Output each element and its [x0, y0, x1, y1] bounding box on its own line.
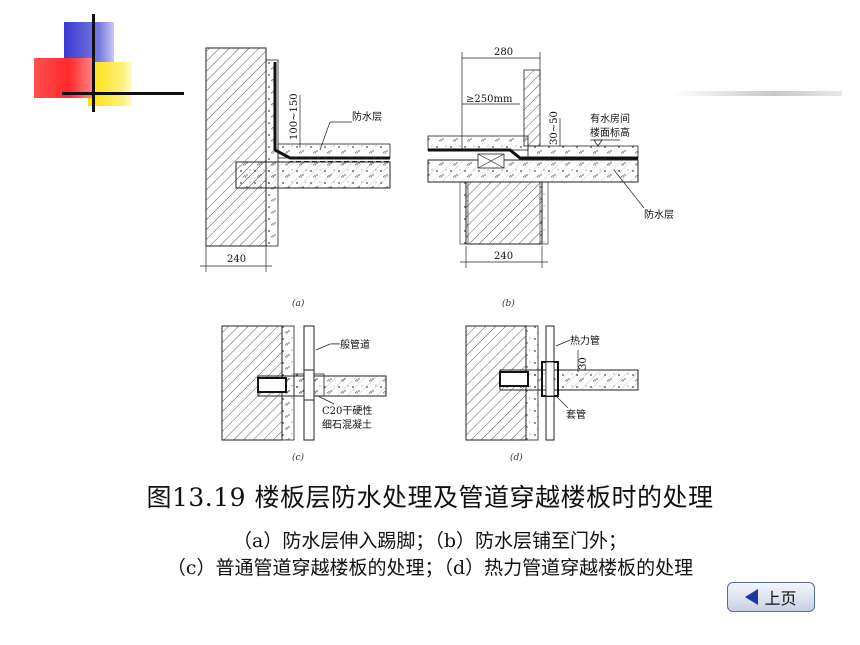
panel-a-slab-hatch [236, 162, 390, 188]
panel-b-door-frame [523, 69, 541, 147]
panel-b-screed-left [427, 135, 529, 151]
panel-c: 一般管道 C20干硬性 细石混凝土 (c) [221, 325, 387, 463]
panel-a-height-dim: 100~150 [289, 93, 300, 140]
panel-c-fill-label-2: 细石混凝土 [322, 418, 372, 431]
panel-b: 280 ≥250mm 30~50 有水房间 楼面标高 防水层 240 (b) [427, 47, 674, 309]
panel-d-pipe-label: 热力管 [570, 334, 600, 347]
panel-a-wall [205, 47, 267, 247]
figure-title: 图13.19 楼板层防水处理及管道穿越楼板时的处理 [146, 483, 714, 512]
panel-d-sleeve-label: 套管 [566, 408, 586, 421]
panel-b-wall-plaster-right [539, 181, 549, 245]
panel-b-top-dim: 280 [494, 47, 513, 58]
panel-b-layer-label: 防水层 [644, 208, 674, 221]
panel-b-waterproof-band [540, 156, 638, 161]
panel-a: 240 100~150 防水层 (a) [200, 47, 391, 309]
panel-d-gap-dim: 30 [578, 357, 589, 370]
panel-b-width-dim: 240 [494, 251, 513, 262]
panel-a-label: (a) [292, 298, 305, 309]
panel-b-label: (b) [502, 298, 515, 309]
panel-b-step-dim: 30~50 [549, 111, 560, 145]
deco-red-square [34, 58, 92, 98]
panel-c-label: (c) [292, 452, 305, 463]
panel-c-slab-hatch [324, 376, 386, 396]
panel-b-room-label-1: 有水房间 [590, 112, 630, 125]
panel-d-label: (d) [510, 452, 523, 463]
panel-d-recess [499, 371, 529, 387]
prev-page-label: 上页 [764, 589, 797, 608]
panel-b-overlap-dim: ≥250mm [466, 94, 513, 105]
deco-yellow-square [88, 62, 132, 106]
panel-a-layer-label: 防水层 [352, 110, 382, 123]
deco-fade-line-right [672, 91, 842, 96]
panel-c-pipe-label: 一般管道 [330, 338, 370, 351]
panel-a-waterproof-band [290, 156, 390, 162]
panel-a-screed [277, 143, 391, 159]
panel-b-wall-plaster-left [459, 181, 469, 245]
deco-vertical-line [92, 14, 95, 112]
prev-page-button[interactable]: 上页 [727, 582, 815, 612]
panel-d: 热力管 30 套管 (d) [465, 325, 639, 463]
panel-b-wall [465, 181, 543, 245]
panel-b-slab-hatch [428, 160, 638, 182]
panel-b-room-label-2: 楼面标高 [590, 126, 630, 139]
panel-c-fill-label-1: C20干硬性 [322, 404, 372, 417]
deco-horizontal-line [62, 92, 184, 95]
figure-subtitle-line1: （a）防水层伸入踢脚；（b）防水层铺至门外； [233, 530, 627, 552]
panel-c-recess [257, 377, 287, 393]
panel-d-slab-hatch [560, 370, 638, 390]
figure-subtitle-line2: （c）普通管道穿越楼板的处理；（d）热力管道穿越楼板的处理 [166, 557, 694, 579]
left-arrow-icon [745, 589, 759, 605]
panel-a-width-dim: 240 [227, 254, 246, 265]
